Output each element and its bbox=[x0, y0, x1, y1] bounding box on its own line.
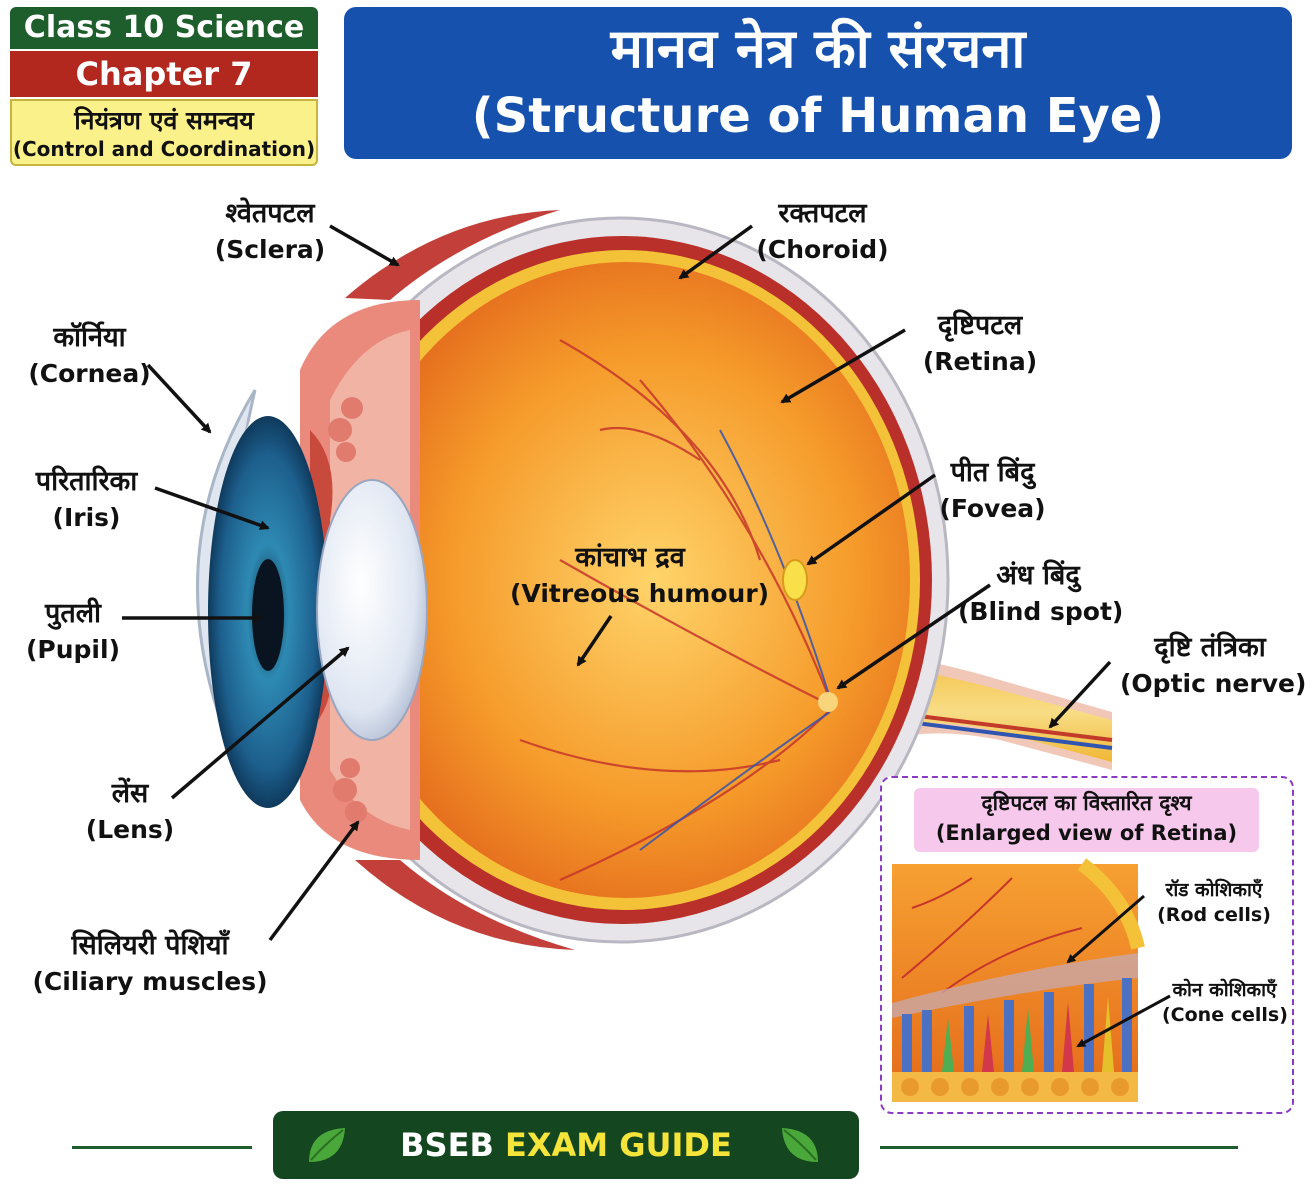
label-retina-hi: दृष्टिपटल bbox=[937, 310, 1023, 341]
label-iris-en: (Iris) bbox=[52, 503, 121, 532]
label-sclera-hi: श्वेतपटल bbox=[225, 198, 315, 229]
chapter-badge: Chapter 7 bbox=[10, 51, 318, 97]
label-optic-nerve: दृष्टि तंत्रिका (Optic nerve) bbox=[1120, 630, 1307, 702]
label-cone-hi: कोन कोशिकाएँ bbox=[1172, 979, 1277, 1001]
label-rod-hi: रॉड कोशिकाएँ bbox=[1165, 879, 1263, 901]
retina-inset: दृष्टिपटल का विस्तारित दृश्य (Enlarged v… bbox=[880, 776, 1294, 1114]
label-rod-en: (Rod cells) bbox=[1157, 904, 1271, 926]
retina-inset-drawing bbox=[892, 858, 1171, 1102]
label-cornea: कॉर्निया (Cornea) bbox=[22, 320, 157, 392]
topic-english: (Control and Coordination) bbox=[12, 137, 316, 161]
label-optic-nerve-hi: दृष्टि तंत्रिका bbox=[1154, 632, 1266, 663]
label-retina: दृष्टिपटल (Retina) bbox=[905, 308, 1055, 380]
label-choroid-hi: रक्तपटल bbox=[778, 198, 867, 229]
label-lens: लेंस (Lens) bbox=[80, 776, 180, 848]
label-fovea-en: (Fovea) bbox=[939, 494, 1046, 523]
vitreous-shape bbox=[342, 262, 910, 898]
blood-vessels bbox=[519, 339, 832, 882]
label-optic-nerve-en: (Optic nerve) bbox=[1120, 669, 1307, 698]
label-choroid-en: (Choroid) bbox=[756, 235, 889, 264]
footer-part1: BSEB bbox=[400, 1126, 494, 1164]
inset-title-en: (Enlarged view of Retina) bbox=[935, 821, 1238, 845]
label-choroid: रक्तपटल (Choroid) bbox=[750, 196, 895, 268]
leaf-icon-right bbox=[782, 1128, 818, 1162]
label-sclera: श्वेतपटल (Sclera) bbox=[200, 196, 340, 268]
label-ciliary: सिलियरी पेशियाँ (Ciliary muscles) bbox=[30, 928, 270, 1000]
pupil-shape bbox=[252, 559, 284, 671]
label-cornea-hi: कॉर्निया bbox=[53, 322, 126, 353]
label-retina-en: (Retina) bbox=[922, 347, 1038, 376]
footer-brand: BSEB EXAM GUIDE bbox=[273, 1111, 859, 1179]
label-lens-en: (Lens) bbox=[85, 815, 175, 844]
page-title: मानव नेत्र की संरचना (Structure of Human… bbox=[344, 7, 1292, 159]
photoreceptor-cells bbox=[902, 978, 1132, 1072]
label-arrows bbox=[122, 224, 1112, 942]
label-ciliary-hi: सिलियरी पेशियाँ bbox=[71, 930, 229, 961]
footer-line-right bbox=[880, 1146, 1238, 1149]
label-iris: परितारिका (Iris) bbox=[14, 464, 159, 536]
label-vitreous-hi: कांचाभ द्रव bbox=[575, 542, 685, 573]
lens-shape bbox=[316, 479, 428, 741]
label-lens-hi: लेंस bbox=[111, 778, 149, 809]
leaf-icon-left bbox=[309, 1128, 345, 1162]
label-cornea-en: (Cornea) bbox=[28, 359, 151, 388]
label-blind-spot-en: (Blind spot) bbox=[958, 597, 1124, 626]
label-pupil-hi: पुतली bbox=[44, 598, 102, 629]
label-blind-spot: अंध बिंदु (Blind spot) bbox=[958, 558, 1124, 630]
label-iris-hi: परितारिका bbox=[35, 466, 138, 497]
footer-part2: EXAM GUIDE bbox=[504, 1126, 732, 1164]
label-pupil-en: (Pupil) bbox=[25, 635, 120, 664]
inset-title-hi: दृष्टिपटल का विस्तारित दृश्य bbox=[981, 791, 1192, 815]
blind-spot-shape bbox=[818, 692, 838, 712]
label-sclera-en: (Sclera) bbox=[214, 235, 326, 264]
label-pupil: पुतली (Pupil) bbox=[18, 596, 128, 668]
label-rod-cells: रॉड कोशिकाएँ (Rod cells) bbox=[1144, 878, 1284, 928]
fovea-shape bbox=[782, 559, 808, 601]
topic-badge: नियंत्रण एवं समन्वय (Control and Coordin… bbox=[10, 99, 318, 166]
label-vitreous-en: (Vitreous humour) bbox=[510, 579, 770, 608]
ciliary-muscle-shape bbox=[328, 397, 367, 823]
label-vitreous: कांचाभ द्रव (Vitreous humour) bbox=[510, 540, 770, 612]
label-fovea: पीत बिंदु (Fovea) bbox=[930, 455, 1055, 527]
label-blind-spot-hi: अंध बिंदु bbox=[996, 560, 1080, 591]
class-badge: Class 10 Science bbox=[10, 7, 318, 49]
title-hindi: मानव नेत्र की संरचना bbox=[610, 17, 1026, 80]
label-fovea-hi: पीत बिंदु bbox=[950, 457, 1035, 488]
topic-hindi: नियंत्रण एवं समन्वय bbox=[74, 106, 254, 135]
label-ciliary-en: (Ciliary muscles) bbox=[32, 967, 268, 996]
inset-title: दृष्टिपटल का विस्तारित दृश्य (Enlarged v… bbox=[914, 788, 1259, 852]
title-english: (Structure of Human Eye) bbox=[471, 88, 1165, 144]
label-cone-en: (Cone cells) bbox=[1162, 1004, 1288, 1026]
footer-line-left bbox=[72, 1146, 252, 1149]
label-cone-cells: कोन कोशिकाएँ (Cone cells) bbox=[1162, 978, 1288, 1028]
